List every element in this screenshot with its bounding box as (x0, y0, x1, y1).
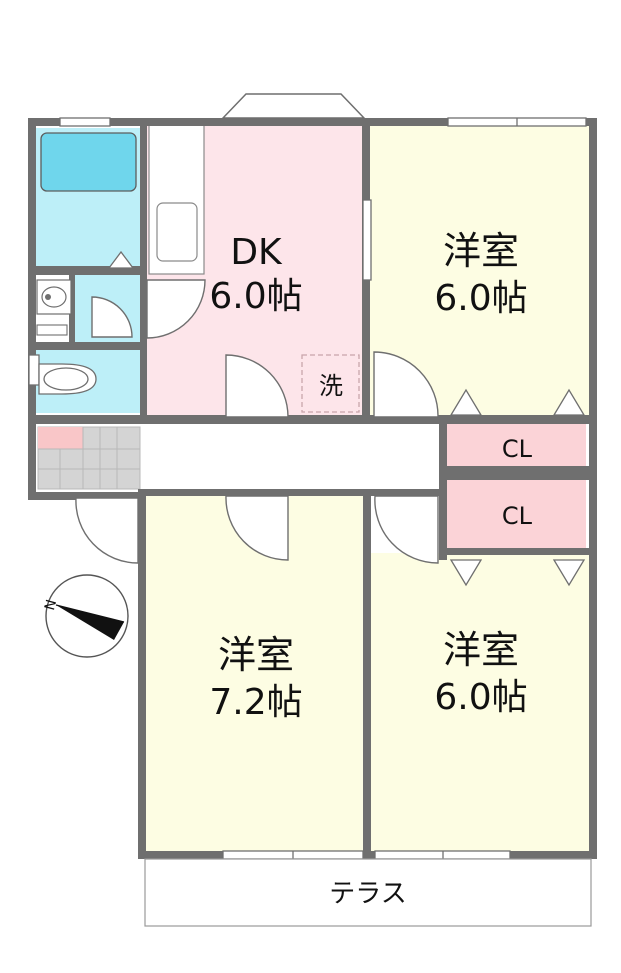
laundry-label: 洗 (319, 372, 343, 400)
laundry-space (301, 354, 360, 413)
compass-needle (56, 605, 124, 640)
western-ne-name: 洋室 (443, 229, 519, 273)
compass: N (42, 574, 129, 658)
terrace-label: テラス (329, 879, 406, 909)
western-se-name: 洋室 (443, 628, 519, 672)
bathtub (40, 132, 137, 192)
closet-lower-floor (446, 480, 586, 550)
washbasin (36, 279, 72, 315)
western-sw-size: 7.2帖 (209, 682, 302, 723)
closet-upper-floor (446, 424, 586, 466)
western-ne-size: 6.0帖 (434, 278, 527, 319)
bay-window (221, 93, 366, 119)
kitchen-sink (156, 202, 198, 262)
closet-upper-label: CL (502, 435, 533, 463)
entrance-tiles (37, 426, 141, 490)
closet-door-markers (107, 250, 586, 587)
compass-north-label: N (42, 598, 60, 612)
western-room-se-floor (369, 553, 591, 853)
hallway-floor (144, 424, 439, 490)
terrace (144, 858, 592, 927)
western-se-size: 6.0帖 (434, 677, 527, 718)
toilet (28, 354, 97, 395)
dk-size: 6.0帖 (209, 276, 302, 317)
western-sw-name: 洋室 (218, 633, 294, 677)
western-room-sw-floor (142, 493, 368, 853)
dk-name: DK (230, 232, 283, 273)
towel-rack (36, 324, 68, 336)
closet-lower-label: CL (502, 502, 533, 530)
doors (75, 279, 439, 564)
